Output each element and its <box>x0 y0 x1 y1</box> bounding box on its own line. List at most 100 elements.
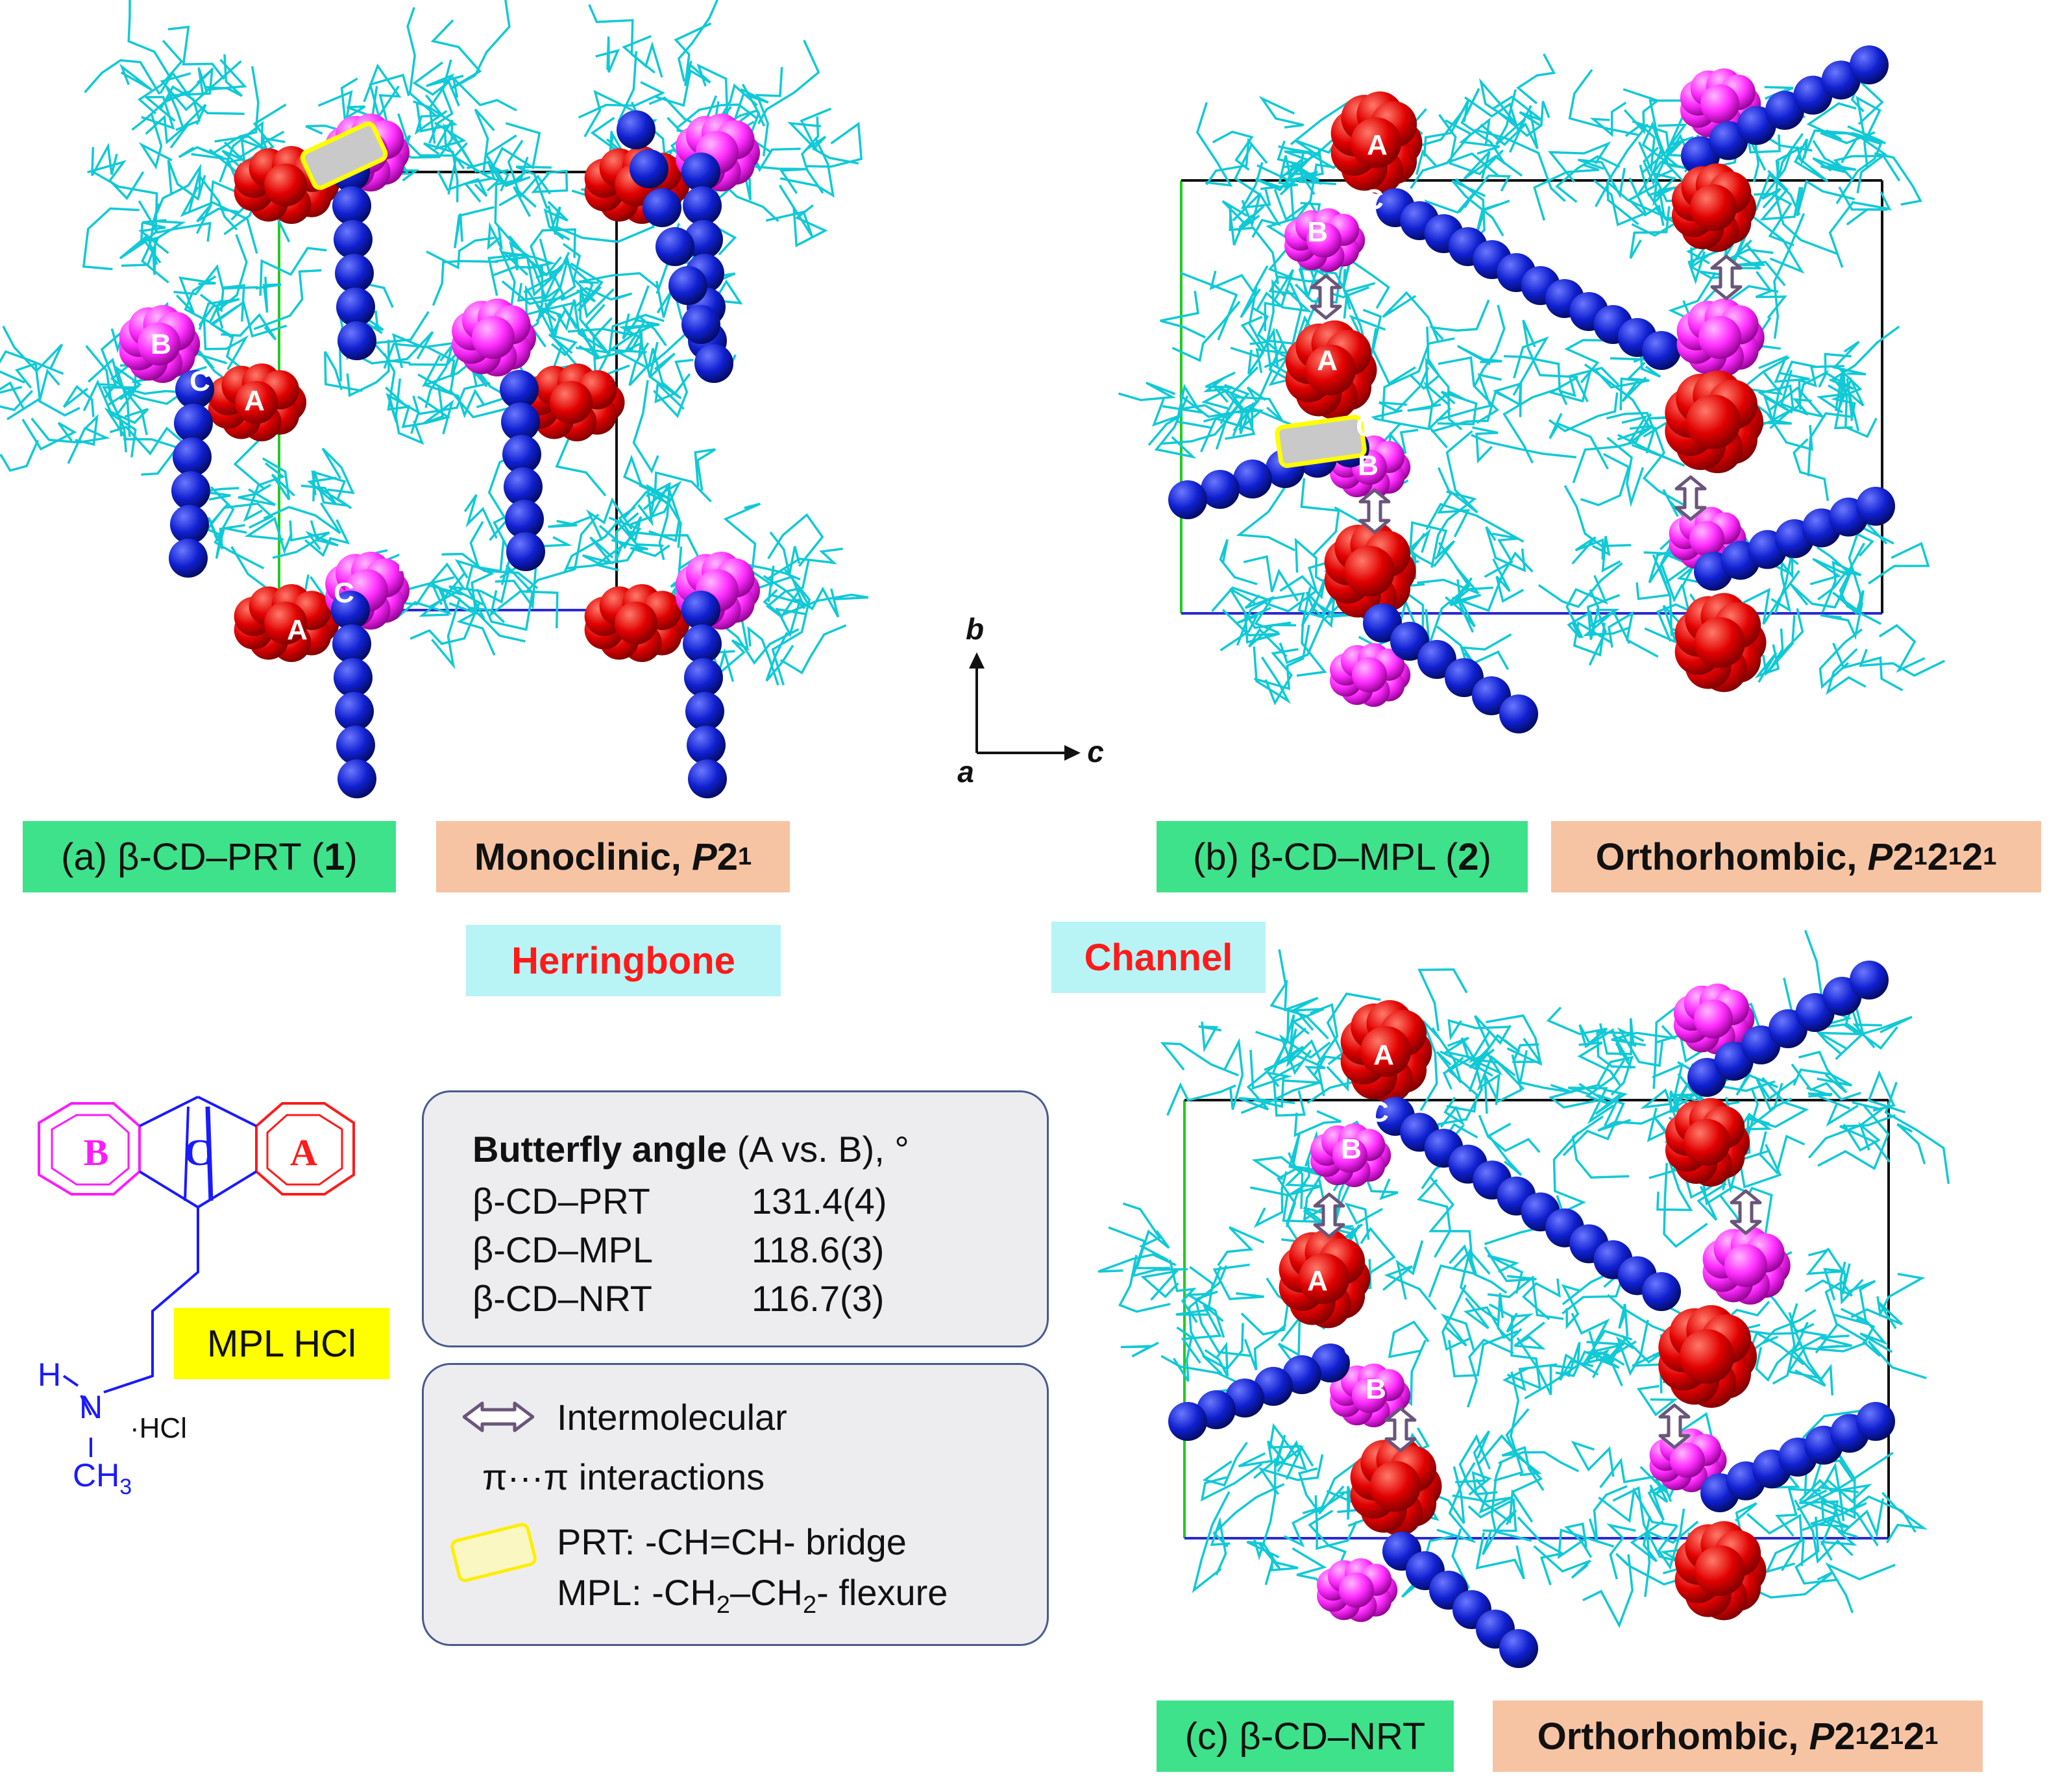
cyclodextrin-bond <box>1417 1179 1452 1258</box>
cyclodextrin-bond <box>648 483 681 543</box>
legend-bridge-mpl: MPL: -CH2–CH2- flexure <box>557 1571 948 1619</box>
cyclodextrin-bond <box>107 365 142 437</box>
cyclodextrin-bond <box>1264 282 1303 369</box>
guest-molecules-group <box>119 110 760 798</box>
cyclodextrin-bond <box>801 116 824 194</box>
cyclodextrin-bond <box>1819 1023 1862 1049</box>
cyclodextrin-bond <box>1795 1516 1839 1585</box>
cyclodextrin-bond <box>611 342 650 386</box>
alkyl-chain-atom <box>332 624 371 663</box>
legend-arrow-label-2: π···π interactions <box>482 1456 765 1497</box>
ring-label-c: C <box>190 365 210 397</box>
cyclodextrin-bond <box>1192 1491 1231 1593</box>
cyclodextrin-bond <box>1255 288 1312 313</box>
cyclodextrin-bond <box>1240 162 1271 209</box>
cyclodextrin-bond <box>84 59 161 95</box>
cyclodextrin-bond <box>1297 256 1319 301</box>
cyclodextrin-bond <box>1476 1055 1516 1105</box>
cyclodextrin-bond <box>1830 367 1863 421</box>
cyclodextrin-bond <box>412 61 460 106</box>
cyclodextrin-bond <box>1840 1307 1893 1353</box>
structure-ring-c-label: C <box>184 1131 212 1173</box>
cyclodextrin-bond <box>1475 1479 1513 1514</box>
butterfly-row-value: 131.4(4) <box>752 1181 887 1221</box>
ring-label-a: A <box>1367 129 1388 161</box>
ring-label-b: B <box>397 546 418 578</box>
cyclodextrin-bond <box>1503 355 1568 406</box>
cyclodextrin-bond <box>1288 1133 1320 1176</box>
cyclodextrin-bond <box>1793 1321 1834 1395</box>
ring-label-b: B <box>1366 1373 1386 1405</box>
cyclodextrin-bond <box>1162 384 1212 429</box>
cyclodextrin-bond <box>1236 484 1295 552</box>
space-group-b-sub: 1 <box>1948 842 1962 870</box>
cyclodextrin-bond <box>1742 570 1800 625</box>
cyclodextrin-bond <box>766 547 843 581</box>
cyclodextrin-bond <box>1642 426 1691 509</box>
cyclodextrin-bond <box>1516 53 1556 104</box>
alkyl-chain-atom <box>630 149 668 188</box>
space-group-c-part: 2 <box>1834 1715 1856 1758</box>
cyclodextrin-bond <box>311 470 352 509</box>
cyclodextrin-bond <box>1818 1095 1859 1127</box>
butterfly-title: Butterfly angle (A vs. B), ° <box>472 1128 909 1170</box>
cyclodextrin-bond <box>1301 601 1355 627</box>
cyclodextrin-bond <box>1567 1086 1615 1125</box>
cyclodextrin-bond <box>1835 1016 1913 1061</box>
cyclodextrin-bond <box>1293 1110 1341 1137</box>
cyclodextrin-bond <box>1755 271 1787 319</box>
cyclodextrin-bond <box>1832 643 1904 692</box>
cyclodextrin-bond <box>1212 384 1246 450</box>
cyclodextrin-bond <box>1841 134 1887 193</box>
cyclodextrin-bond <box>406 6 440 119</box>
cyclodextrin-bond <box>1484 1246 1537 1283</box>
cyclodextrin-bond <box>410 602 481 645</box>
cyclodextrin-bond <box>448 567 511 606</box>
cyclodextrin-bond <box>463 160 496 203</box>
cyclodextrin-bond <box>173 264 259 295</box>
caption-c: (c) β-CD–NRT <box>1157 1700 1454 1772</box>
ring-b-spacefill <box>472 316 515 359</box>
cyclodextrin-bond <box>1212 1263 1264 1301</box>
cyclodextrin-bond <box>212 66 260 154</box>
cyclodextrin-bond <box>556 299 606 351</box>
cyclodextrin-bond <box>487 221 503 251</box>
cyclodextrin-bond <box>210 486 265 570</box>
cyclodextrin-bond <box>716 618 750 676</box>
cyclodextrin-bond <box>476 564 534 632</box>
ring-label-a: A <box>1373 1039 1394 1071</box>
cyclodextrin-bond <box>90 169 158 247</box>
cyclodextrin-bond <box>1746 1331 1805 1366</box>
ring-a-spacefill <box>1686 395 1741 449</box>
cyclodextrin-bond <box>1140 1270 1180 1301</box>
ring-b-spacefill <box>1689 521 1724 556</box>
cyclodextrin-bond <box>1253 1458 1277 1561</box>
cyclodextrin-bond <box>1606 1523 1636 1580</box>
ring-a-spacefill <box>1344 546 1395 596</box>
cyclodextrin-bond <box>1211 586 1271 646</box>
cyclodextrin-bond <box>1746 1513 1803 1571</box>
cyclodextrin-bond <box>1344 1202 1383 1240</box>
cyclodextrin-bond <box>1296 587 1327 677</box>
panel-b-crystal-packing: A C B A C B <box>1118 45 1945 733</box>
cyclodextrin-bond <box>1831 325 1900 396</box>
cyclodextrin-bond <box>138 219 169 254</box>
space-group-a-rest: 2 <box>717 835 738 878</box>
cyclodextrin-bond <box>1837 376 1865 432</box>
cyclodextrin-bond <box>210 300 288 339</box>
axis-label-c: c <box>1087 735 1104 768</box>
cyclodextrin-bond <box>1589 101 1627 138</box>
alkyl-chain-atom <box>337 759 376 798</box>
cyclodextrin-bond <box>262 457 295 500</box>
cyclodextrin-bond <box>1747 1571 1834 1599</box>
cyclodextrin-bond <box>1264 1054 1326 1086</box>
ring-b-spacefill <box>1332 1138 1367 1173</box>
space-group-c-sub: 1 <box>1889 1722 1904 1750</box>
cyclodextrin-bond <box>1258 95 1304 129</box>
cyclodextrin-bond <box>1552 1131 1586 1218</box>
alkyl-chain-atom <box>169 539 208 578</box>
cyclodextrin-bond <box>1549 413 1609 470</box>
alkyl-chain-atom <box>643 188 681 227</box>
alkyl-chain-atom <box>506 532 545 571</box>
cyclodextrin-bond <box>1593 177 1647 227</box>
